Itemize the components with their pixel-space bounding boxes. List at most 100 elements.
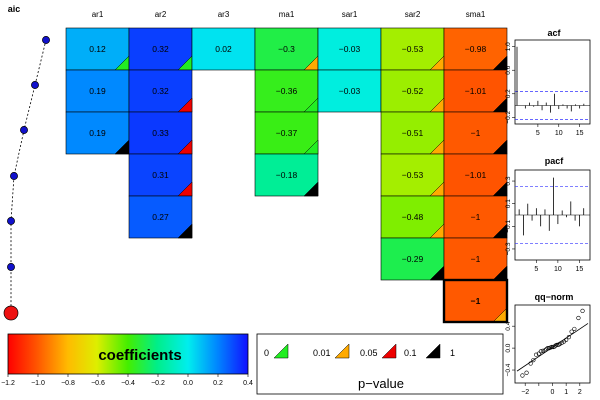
x-tick-label: 5 (536, 130, 540, 137)
cell-value-label: −0.3 (278, 44, 295, 54)
cell-fill (65, 111, 130, 155)
heatmap-cell: −1 (443, 237, 508, 281)
x-tick-label: 1 (564, 389, 568, 396)
cell-fill (128, 27, 193, 71)
cell-value-label: −1 (471, 296, 481, 306)
cell-value-label: −1 (471, 254, 481, 264)
y-tick-label: 0.1 (505, 199, 512, 208)
aic-point (7, 217, 15, 225)
cell-value-label: 0.32 (152, 44, 169, 54)
qq-point (555, 342, 560, 347)
cell-fill (443, 195, 508, 239)
pvalue-break-label: 0.05 (360, 348, 378, 358)
cell-value-label: −0.29 (402, 254, 424, 264)
cell-value-label: −1.01 (465, 170, 487, 180)
heatmap-cell: −0.29 (380, 237, 445, 281)
cell-value-label: −0.98 (465, 44, 487, 54)
cell-fill (443, 69, 508, 113)
pvalue-legend-label: p−value (358, 376, 404, 391)
cell-value-label: −0.03 (339, 44, 361, 54)
cell-value-label: −0.03 (339, 86, 361, 96)
cell-fill (443, 27, 508, 71)
x-tick-label: 10 (555, 130, 563, 137)
cell-fill (380, 69, 445, 113)
aic-point (20, 126, 28, 134)
pvalue-break-label: 1 (450, 348, 455, 358)
qq-point (542, 348, 548, 353)
heatmap-cell: −0.51 (380, 111, 445, 155)
x-tick-label: 15 (575, 266, 583, 273)
acf-title: acf (547, 28, 561, 38)
colorbar-tick-label: −0.4 (121, 380, 135, 387)
pvalue-legend-frame (256, 333, 504, 395)
heatmap-cell: −0.18 (254, 153, 319, 197)
qq-point (549, 344, 554, 350)
heatmap-cell: 0.31 (128, 153, 193, 197)
cell-value-label: −1 (471, 212, 481, 222)
pvalue-swatch (425, 343, 441, 359)
pvalue-triangle (303, 181, 319, 197)
heatmap-cell: 0.19 (65, 111, 130, 155)
qq-point (534, 352, 539, 357)
column-header-ar1: ar1 (92, 10, 104, 19)
colorbar-tick-label: −0.2 (151, 380, 165, 387)
pvalue-break-label: 0.1 (404, 348, 417, 358)
qq-point (572, 326, 577, 332)
colorbar-tick-label: −1.2 (1, 380, 15, 387)
y-tick-label: 0.2 (505, 89, 512, 98)
cell-value-label: 0.32 (152, 86, 169, 96)
qq-point (556, 342, 561, 347)
y-tick-label: −0.1 (505, 220, 512, 233)
colorbar-tick-label: 0.2 (213, 380, 223, 387)
cell-value-label: −0.53 (402, 170, 424, 180)
column-header-ma1: ma1 (279, 10, 295, 19)
y-tick-label: −0.4 (505, 363, 512, 376)
heatmap-cell: −0.52 (380, 69, 445, 113)
selected-model-highlight (442, 278, 509, 324)
x-tick-label: 0 (551, 389, 555, 396)
qq-title: qq−norm (535, 292, 574, 302)
heatmap-cell: 0.02 (191, 27, 256, 71)
cell-value-label: −0.51 (402, 128, 424, 138)
qq-point (580, 308, 585, 313)
colorbar-tick-label: −0.8 (61, 380, 75, 387)
colorbar-tick-label: −1.0 (31, 380, 45, 387)
cell-value-label: 0.12 (89, 44, 106, 54)
qq-point (531, 358, 536, 363)
cell-fill (128, 111, 193, 155)
cell-fill (317, 27, 382, 71)
aic-point (10, 172, 18, 180)
y-tick-label: −0.2 (505, 110, 512, 123)
pvalue-swatch (334, 343, 350, 359)
aic-title: aic (8, 4, 21, 14)
qq-point (538, 349, 543, 354)
heatmap-cell: −0.03 (317, 27, 382, 71)
pvalue-swatch (381, 343, 397, 359)
cell-fill (443, 237, 508, 281)
y-tick-label: 0.3 (505, 176, 512, 185)
qq-point (576, 315, 581, 321)
cell-value-label: 0.02 (215, 44, 232, 54)
heatmap-cell: −1.01 (443, 69, 508, 113)
cell-fill (317, 69, 382, 113)
heatmap-cell: −1.01 (443, 153, 508, 197)
qq-point (564, 337, 569, 342)
cell-fill (128, 195, 193, 239)
y-tick-label: −0.3 (505, 242, 512, 255)
column-header-ar2: ar2 (155, 10, 167, 19)
colorbar-label: coefficients (98, 347, 181, 364)
heatmap-cell: 0.32 (128, 69, 193, 113)
aic-panel: aic (3, 4, 50, 321)
qq-point (566, 335, 571, 340)
cell-fill (380, 27, 445, 71)
qq-point (569, 329, 574, 334)
cell-fill (128, 153, 193, 197)
column-header-ar3: ar3 (218, 10, 230, 19)
cell-value-label: −1 (471, 128, 481, 138)
column-header-sar2: sar2 (405, 10, 421, 19)
qq-point (524, 370, 529, 375)
